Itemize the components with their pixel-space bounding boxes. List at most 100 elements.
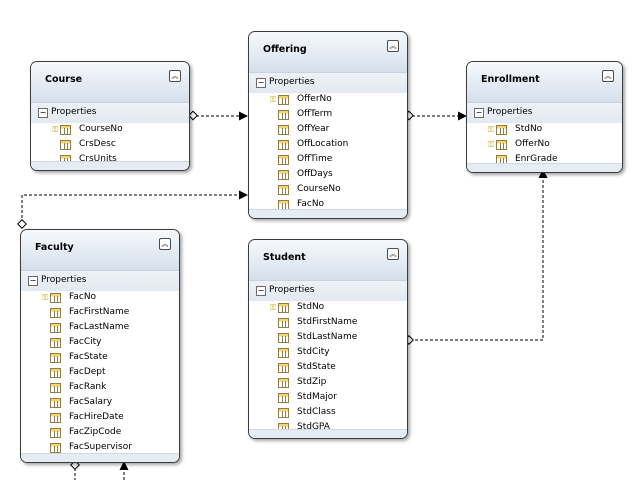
field-row[interactable]: FacFirstName: [21, 306, 179, 321]
column-icon: [278, 393, 289, 403]
column-icon: [278, 110, 289, 120]
properties-section[interactable]: − Properties: [21, 270, 179, 291]
minus-box-icon[interactable]: −: [38, 108, 48, 118]
field-row[interactable]: ⚿ FacNo: [21, 291, 179, 306]
field-row[interactable]: OffYear: [249, 123, 407, 138]
field-row[interactable]: StdCity: [249, 346, 407, 361]
section-label: Properties: [51, 107, 97, 117]
assoc-student-enrollment[interactable]: [410, 169, 548, 341]
properties-section[interactable]: − Properties: [31, 102, 189, 123]
assoc-faculty-offering[interactable]: [21, 190, 248, 223]
field-label: CourseNo: [297, 184, 341, 194]
field-row[interactable]: FacSupervisor: [21, 441, 179, 456]
field-label: FacDept: [69, 367, 106, 377]
column-icon: [50, 308, 61, 318]
field-row[interactable]: CrsDesc: [31, 138, 189, 153]
field-row[interactable]: StdZip: [249, 376, 407, 391]
field-row[interactable]: StdState: [249, 361, 407, 376]
field-row[interactable]: FacZipCode: [21, 426, 179, 441]
field-label: StdNo: [515, 124, 543, 134]
key-icon: ⚿: [270, 95, 277, 104]
field-label: StdMajor: [297, 392, 337, 402]
field-row[interactable]: StdClass: [249, 406, 407, 421]
field-label: CrsDesc: [79, 139, 116, 149]
field-label: StdZip: [297, 377, 327, 387]
field-row[interactable]: ⚿OfferNo: [467, 138, 622, 153]
field-label: CrsUnits: [79, 154, 117, 164]
field-label: OffDays: [297, 169, 333, 179]
column-icon: [50, 353, 61, 363]
field-label: FacHireDate: [69, 412, 124, 422]
entity-header[interactable]: Course ︽: [31, 62, 189, 102]
double-chevron-up-icon[interactable]: ︽: [169, 70, 181, 82]
field-label: FacLastName: [69, 322, 130, 332]
column-icon: [50, 413, 61, 423]
field-row[interactable]: OffTime: [249, 153, 407, 168]
double-chevron-up-icon[interactable]: ︽: [602, 70, 614, 82]
column-icon: [50, 383, 61, 393]
field-row[interactable]: FacSalary: [21, 396, 179, 411]
field-row[interactable]: ⚿ StdNo: [249, 301, 407, 316]
field-row[interactable]: CourseNo: [249, 183, 407, 198]
section-label: Properties: [269, 77, 315, 87]
field-row[interactable]: FacHireDate: [21, 411, 179, 426]
field-label: OfferNo: [297, 94, 332, 104]
minus-box-icon[interactable]: −: [256, 286, 266, 296]
double-chevron-up-icon[interactable]: ︽: [159, 238, 171, 250]
key-icon: ⚿: [270, 303, 277, 312]
field-row[interactable]: StdMajor: [249, 391, 407, 406]
column-icon: [278, 378, 289, 388]
entity-title: Offering: [263, 44, 307, 55]
field-label: StdGPA: [297, 422, 330, 432]
minus-box-icon[interactable]: −: [474, 108, 484, 118]
field-row[interactable]: OffLocation: [249, 138, 407, 153]
column-icon: [496, 125, 507, 135]
properties-section[interactable]: − Properties: [249, 280, 407, 301]
minus-box-icon[interactable]: −: [256, 78, 266, 88]
minus-box-icon[interactable]: −: [28, 276, 38, 286]
assoc-course-offering-diamond: [188, 110, 198, 121]
field-row[interactable]: OffDays: [249, 168, 407, 183]
key-icon: ⚿: [42, 293, 49, 302]
field-row[interactable]: StdLastName: [249, 331, 407, 346]
column-icon: [278, 185, 289, 195]
field-row[interactable]: ⚿StdNo: [467, 123, 622, 138]
properties-section[interactable]: − Properties: [249, 72, 407, 93]
column-icon: [278, 333, 289, 343]
field-row[interactable]: FacRank: [21, 381, 179, 396]
field-row[interactable]: ⚿CourseNo: [31, 123, 189, 138]
double-chevron-up-icon[interactable]: ︽: [387, 248, 399, 260]
column-icon: [278, 95, 289, 105]
entity-header[interactable]: Offering ︽: [249, 32, 407, 72]
field-row[interactable]: OffTerm: [249, 108, 407, 123]
entity-title: Enrollment: [481, 74, 540, 85]
column-icon: [496, 140, 507, 150]
entity-enrollment[interactable]: Enrollment ︽ − Properties ⚿StdNo⚿OfferNo…: [466, 61, 623, 173]
column-icon: [278, 348, 289, 358]
column-icon: [60, 140, 71, 150]
field-row[interactable]: FacCity: [21, 336, 179, 351]
column-icon: [50, 293, 61, 303]
assoc-faculty-offering-diamond: [17, 219, 27, 229]
field-row[interactable]: FacState: [21, 351, 179, 366]
entity-header[interactable]: Student ︽: [249, 240, 407, 280]
entity-header[interactable]: Enrollment ︽: [467, 62, 622, 102]
field-row[interactable]: StdFirstName: [249, 316, 407, 331]
section-label: Properties: [269, 285, 315, 295]
field-label: FacNo: [69, 292, 97, 302]
entity-header[interactable]: Faculty ︽: [21, 230, 179, 270]
field-row[interactable]: FacLastName: [21, 321, 179, 336]
section-label: Properties: [41, 275, 87, 285]
properties-section[interactable]: − Properties: [467, 102, 622, 123]
column-icon: [278, 125, 289, 135]
double-chevron-up-icon[interactable]: ︽: [387, 40, 399, 52]
column-icon: [278, 303, 289, 313]
field-label: StdNo: [297, 302, 325, 312]
entity-title: Faculty: [35, 242, 74, 253]
field-row[interactable]: ⚿ OfferNo: [249, 93, 407, 108]
field-row[interactable]: FacDept: [21, 366, 179, 381]
